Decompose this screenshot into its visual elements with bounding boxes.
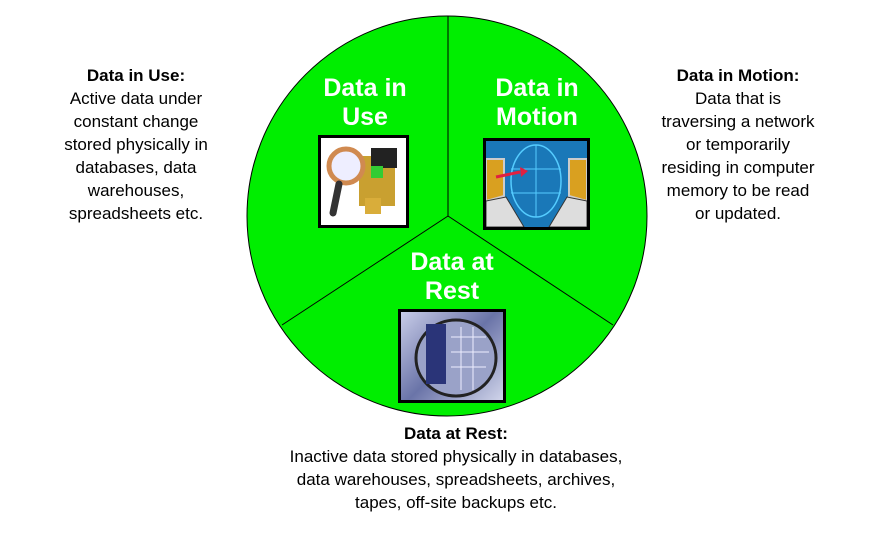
storage-vault-icon: [398, 309, 506, 403]
description-in-motion: Data in Motion: Data that is traversing …: [638, 64, 838, 225]
pie-fill: [246, 15, 648, 417]
title-line: Use: [342, 103, 388, 131]
description-line: data warehouses, spreadsheets, archives,: [296, 470, 616, 489]
description-line: constant change: [73, 112, 199, 131]
description-line: Active data under: [69, 89, 203, 108]
description-in-use: Data in Use: Active data under constant …: [36, 64, 236, 225]
magnifier-cube-icon: [318, 135, 409, 228]
description-line: stored physically in: [64, 135, 208, 154]
description-line: Inactive data stored physically in datab…: [289, 447, 623, 466]
title-line: Data in: [323, 74, 407, 102]
description-at-rest: Data at Rest: Inactive data stored physi…: [236, 422, 676, 514]
description-line: residing in computer: [661, 158, 815, 177]
description-line: tapes, off-site backups etc.: [355, 493, 557, 512]
description-line: or temporarily: [686, 135, 790, 154]
segment-title-at-rest: Data at Rest: [362, 248, 542, 306]
divider-left: [281, 215, 449, 326]
network-laptops-icon: [483, 138, 590, 230]
segment-title-in-use: Data in Use: [275, 74, 455, 132]
description-line: warehouses,: [87, 181, 185, 200]
description-line: or updated.: [694, 204, 781, 223]
title-line: Motion: [496, 103, 578, 131]
description-heading: Data in Use:: [86, 66, 186, 85]
description-heading: Data in Motion:: [676, 66, 800, 85]
description-line: databases, data: [75, 158, 197, 177]
divider-right: [447, 215, 614, 326]
description-heading: Data at Rest:: [404, 424, 508, 443]
description-line: traversing a network: [661, 112, 815, 131]
description-line: Data that is: [695, 89, 781, 108]
title-line: Data in: [495, 74, 579, 102]
description-line: memory to be read: [666, 181, 810, 200]
segment-title-in-motion: Data in Motion: [447, 74, 627, 132]
title-line: Data at: [410, 248, 494, 276]
title-line: Rest: [424, 277, 480, 305]
description-line: spreadsheets etc.: [68, 204, 204, 223]
